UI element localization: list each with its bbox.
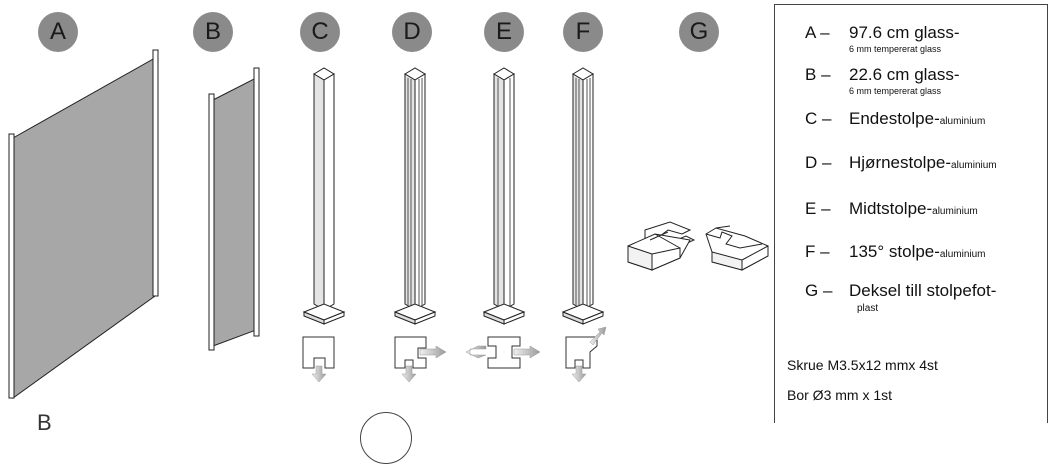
label-a: A: [38, 12, 78, 52]
legend-sub-g: plast: [857, 303, 879, 314]
legend-row-a: A – 97.6 cm glass-: [805, 23, 960, 43]
legend-letter-d: D –: [805, 153, 832, 172]
legend-name-e: Midtstolpe-: [849, 199, 933, 218]
label-f: F: [563, 12, 603, 52]
legend-name-b: 22.6 cm glass-: [849, 65, 960, 84]
legend-name-c: Endestolpe-: [849, 109, 940, 128]
legend-letter-a: A –: [805, 23, 830, 42]
partial-label-b: B: [37, 410, 52, 435]
legend-row-f: F – 135° stolpe-aluminium: [805, 242, 986, 262]
post-d: [393, 67, 437, 325]
label-e: E: [484, 12, 524, 52]
parts-legend: A –97.6 cm glass- 6 mm tempererat glass …: [774, 4, 1048, 423]
legend-row-d: D – Hjørnestolpe-aluminium: [805, 153, 997, 173]
label-g: G: [679, 12, 719, 52]
legend-sub-b: 6 mm tempererat glass: [849, 86, 942, 96]
glass-panel-b: [208, 67, 260, 351]
legend-name-d: Hjørnestolpe-: [849, 153, 952, 172]
post-c: [302, 67, 346, 325]
profile-e: [465, 336, 541, 369]
post-cover-pieces-g: [627, 221, 769, 271]
legend-letter-c: C –: [805, 109, 832, 128]
legend-sub-d: aluminium: [951, 160, 997, 171]
post-e: [482, 67, 526, 325]
legend-letter-b: B –: [805, 65, 831, 84]
screws-note: Skrue M3.5x12 mmx 4st: [787, 357, 938, 373]
legend-letter-e: E –: [805, 199, 831, 218]
legend-row-b: B – 22.6 cm glass-: [805, 65, 960, 85]
legend-letter-f: F –: [805, 242, 830, 261]
legend-name-f: 135° stolpe-: [849, 242, 940, 261]
legend-sub-c: aluminium: [939, 116, 986, 127]
parts-diagram: A B C D E F G: [8, 12, 769, 464]
profile-d: [394, 336, 447, 383]
post-f: [561, 67, 605, 325]
glass-panel-a: [8, 49, 159, 399]
label-c: C: [300, 12, 340, 52]
legend-row-c: C – Endestolpe-aluminium: [805, 109, 985, 129]
legend-row-g: G – Deksel till stolpefot-: [805, 281, 996, 301]
legend-name-g: Deksel till stolpefot-: [849, 281, 997, 300]
parts-drawing: [8, 49, 769, 399]
legend-row-e: E – Midtstolpe-aluminium: [805, 199, 978, 219]
partial-circle: [360, 412, 412, 464]
label-b: B: [193, 12, 233, 52]
legend-name-a: 97.6 cm glass-: [849, 23, 960, 42]
legend-letter-g: G –: [805, 281, 833, 300]
profile-f: [565, 326, 607, 383]
legend-sub-e: aluminium: [932, 206, 978, 217]
profile-c: [302, 336, 335, 383]
legend-sub-a: 6 mm tempererat glass: [849, 44, 942, 54]
legend-sub-f: aluminium: [939, 249, 986, 260]
label-d: D: [392, 12, 432, 52]
drill-note: Bor Ø3 mm x 1st: [787, 387, 893, 403]
